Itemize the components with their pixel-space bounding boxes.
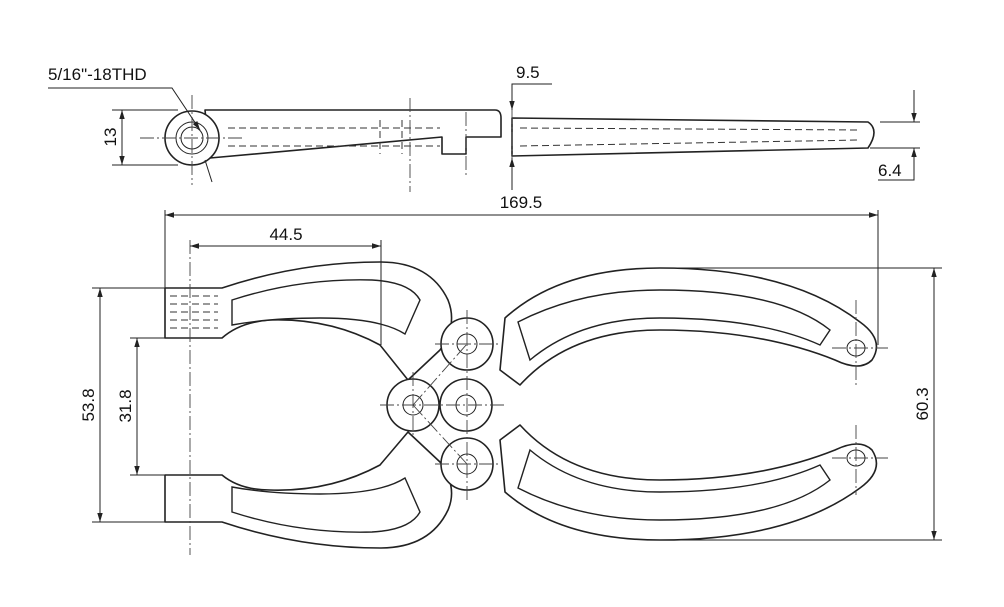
plan-pivot-group <box>380 310 505 500</box>
side-view-right-arm <box>511 117 875 157</box>
dim-overall-label: 169.5 <box>500 193 543 212</box>
plan-pivot-centerline <box>380 310 505 500</box>
dim-tip-line <box>878 148 917 181</box>
plan-upper-left-slot <box>231 279 421 336</box>
plan-view: 169.5 44.5 53.8 31.8 60.3 <box>79 193 942 555</box>
thread-leader-tail <box>204 159 213 183</box>
side-view-hidden-line <box>228 120 440 154</box>
side-view: 5/16"-18THD 13 9.5 6.4 <box>48 63 920 192</box>
thread-leader <box>48 87 201 131</box>
side-view-left-arm <box>204 109 502 159</box>
dim-jaw-outer-label: 53.8 <box>79 388 98 421</box>
dim-offset-label: 9.5 <box>516 63 540 82</box>
thread-label: 5/16"-18THD <box>48 65 147 84</box>
plan-lower-right-slot <box>517 448 831 521</box>
dim-handle-span-label: 60.3 <box>913 387 932 420</box>
side-view-hidden-line <box>519 127 861 147</box>
plan-lower-left-slot <box>231 476 421 533</box>
plan-upper-right-slot <box>517 289 831 362</box>
dim-jaw-depth-label: 44.5 <box>269 225 302 244</box>
dim-offset-leader <box>509 83 552 110</box>
dim-jaw-inner-label: 31.8 <box>116 389 135 422</box>
dim-eye-height-label: 13 <box>101 128 120 147</box>
plan-thread-hidden-line <box>170 295 218 329</box>
dim-tip-label: 6.4 <box>878 161 902 180</box>
